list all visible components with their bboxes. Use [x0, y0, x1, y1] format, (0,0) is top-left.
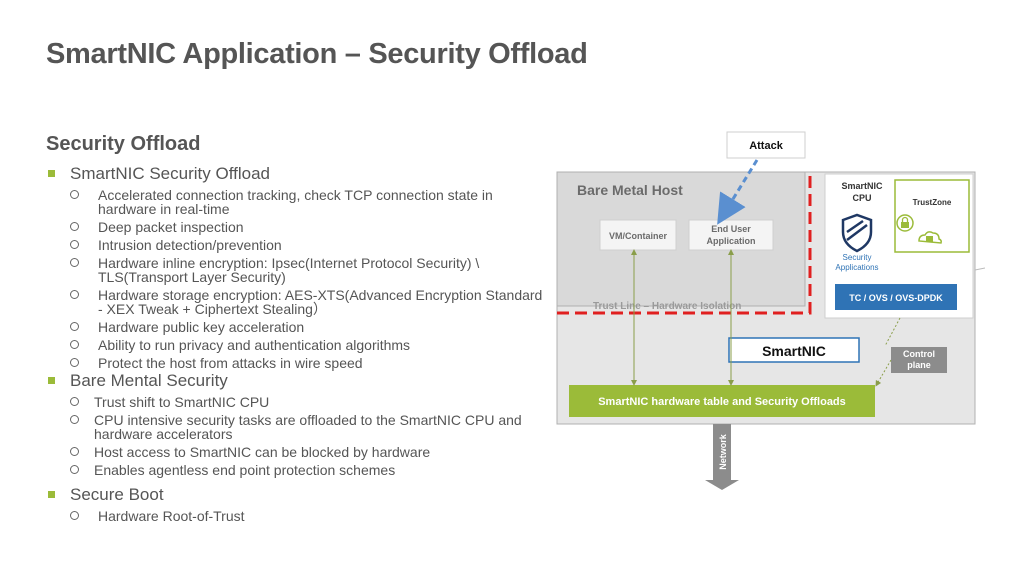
end-user-app-box [688, 219, 774, 251]
cloud-lock-icon [918, 231, 942, 244]
circle-bullet-icon [70, 511, 79, 520]
circle-bullet-icon [70, 240, 79, 249]
control-plane-label-1: Control [903, 349, 935, 359]
trustzone-label: TrustZone [913, 198, 952, 207]
attack-box [726, 131, 806, 159]
sub-bullet: Ability to run privacy and authenticatio… [46, 338, 546, 352]
slide-title: SmartNIC Application – Security Offload [46, 38, 588, 70]
bullet-list: SmartNIC Security Offload Accelerated co… [46, 163, 546, 523]
circle-bullet-icon [70, 258, 79, 267]
sub-bullet: Enables agentless end point protection s… [46, 463, 546, 477]
vm-container-label: VM/Container [609, 231, 668, 241]
circle-bullet-icon [70, 447, 79, 456]
square-bullet-icon [48, 170, 55, 177]
network-label: Network [718, 433, 728, 470]
sub-bullet: Accelerated connection tracking, check T… [46, 188, 546, 216]
circle-bullet-icon [70, 415, 79, 424]
sub-bullet: Intrusion detection/prevention [46, 238, 546, 252]
circle-bullet-icon [70, 358, 79, 367]
end-user-app-label-1: End User [711, 224, 751, 234]
sub-bullet: Deep packet inspection [46, 220, 546, 234]
sub-bullet: Hardware public key acceleration [46, 320, 546, 334]
end-user-app-label-2: Application [707, 236, 756, 246]
lock-icon [896, 214, 914, 232]
smartnic-cpu-label-2: CPU [852, 193, 871, 203]
sub-bullet: Hardware inline encryption: Ipsec(Intern… [46, 256, 546, 284]
security-apps-label-2: Applications [835, 263, 878, 272]
attack-label: Attack [749, 140, 784, 152]
network-arrow [705, 424, 739, 490]
attack-arrow [717, 159, 759, 225]
square-bullet-icon [48, 491, 55, 498]
tc-ovs-label: TC / OVS / OVS-DPDK [849, 293, 943, 303]
security-apps-label-1: Security [843, 253, 872, 262]
circle-bullet-icon [70, 465, 79, 474]
hw-table-label: SmartNIC hardware table and Security Off… [598, 396, 846, 408]
control-plane-connector [877, 317, 901, 384]
circle-bullet-icon [70, 190, 79, 199]
edge-marker [974, 267, 985, 271]
control-plane-label-2: plane [907, 360, 931, 370]
bullet-smartnic-security-offload: SmartNIC Security Offload [46, 164, 546, 184]
control-plane-box [891, 347, 947, 373]
security-offload-diagram: Bare Metal Host VM/Container End User Ap… [556, 131, 985, 490]
vm-container-box [599, 219, 677, 251]
circle-bullet-icon [70, 340, 79, 349]
trust-boundary-line [557, 172, 812, 315]
tc-ovs-box [835, 284, 957, 310]
trust-line-label: Trust Line – Hardware Isolation [593, 301, 741, 312]
sub-bullet: CPU intensive security tasks are offload… [46, 413, 546, 441]
sub-bullet: Trust shift to SmartNIC CPU [46, 395, 546, 409]
sub-bullet: Protect the host from attacks in wire sp… [46, 356, 546, 370]
circle-bullet-icon [70, 222, 79, 231]
section-heading: Security Offload [46, 133, 201, 155]
circle-bullet-icon [70, 322, 79, 331]
bare-metal-host-label: Bare Metal Host [577, 182, 683, 198]
sub-bullet: Hardware Root-of-Trust [46, 509, 546, 523]
shield-icon [841, 213, 873, 253]
smartnic-label: SmartNIC [762, 343, 826, 359]
smartnic-cpu-label-1: SmartNIC [841, 181, 883, 191]
square-bullet-icon [48, 377, 55, 384]
bullet-bare-mental-security: Bare Mental Security [46, 371, 546, 391]
hw-table-box [569, 385, 875, 417]
sub-bullet: Host access to SmartNIC can be blocked b… [46, 445, 546, 459]
circle-bullet-icon [70, 290, 79, 299]
circle-bullet-icon [70, 397, 79, 406]
sub-bullet: Hardware storage encryption: AES-XTS(Adv… [46, 288, 546, 316]
bullet-secure-boot: Secure Boot [46, 485, 546, 505]
